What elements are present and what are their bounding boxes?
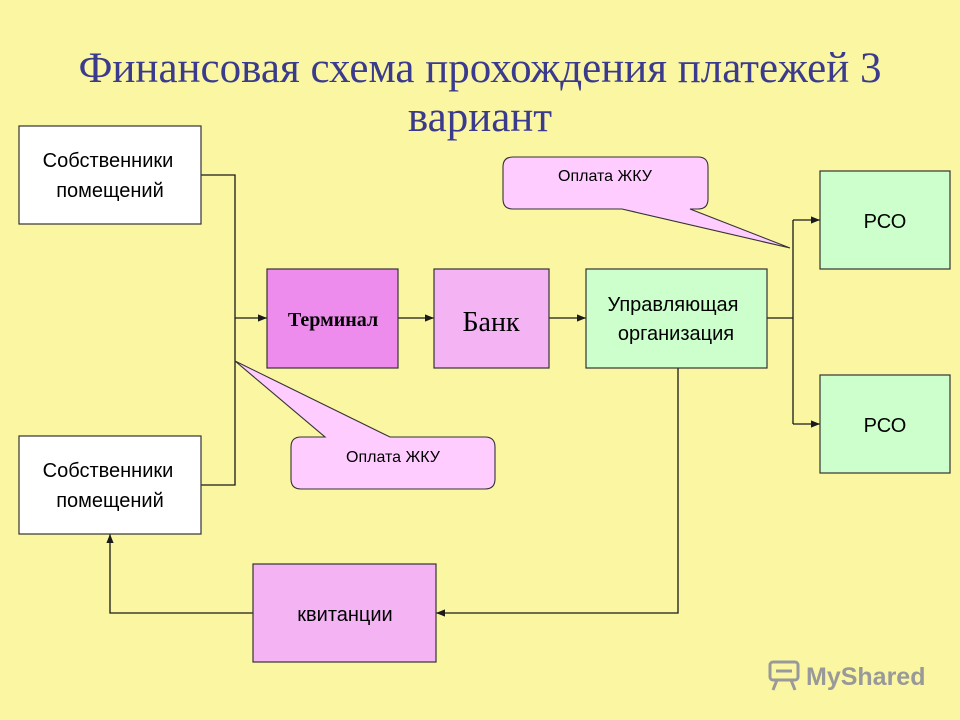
owners-merge-line: [201, 174, 236, 486]
bank-box: [433, 268, 550, 369]
watermark: MyShared: [768, 660, 925, 691]
slide-title-line-1: Финансовая схема прохождения платежей 3: [78, 45, 881, 92]
node-rso-top: РСО: [819, 170, 951, 270]
node-owners-top: Собственники помещений: [18, 125, 202, 225]
node-owners-bottom: Собственники помещений: [18, 435, 202, 535]
callout-payment-top-label: Оплата ЖКУ: [558, 168, 653, 185]
node-rso-bottom: РСО: [819, 374, 951, 474]
callout-payment-top: Оплата ЖКУ: [502, 156, 791, 249]
owners-top-label-line-2: помещений: [56, 180, 164, 202]
rso-bottom-label: РСО: [864, 415, 907, 437]
owners-top-label-line-1: Собственники: [43, 150, 174, 172]
receipts-box: [252, 563, 437, 663]
myshared-logo-icon: [768, 660, 800, 691]
arrow-receipts-to-owners: [106, 534, 253, 614]
callout-payment-bottom-shape: [234, 360, 496, 490]
receipts-label: квитанции: [297, 604, 392, 626]
rso-top-label: РСО: [864, 211, 907, 233]
callout-payment-bottom: Оплата ЖКУ: [234, 360, 496, 490]
slide-title-line-2: вариант: [408, 94, 552, 141]
callout-payment-top-shape: [502, 156, 791, 249]
bank-label: Банк: [462, 307, 519, 338]
node-bank: Банк: [433, 268, 550, 369]
owners-bottom-label-line-1: Собственники: [43, 460, 174, 482]
arrow-management-to-receipts: [436, 368, 679, 617]
management-company-box: [585, 268, 768, 369]
management-company-label-line-2: организация: [618, 323, 734, 345]
owners-top-box: [18, 125, 202, 225]
rso-bottom-box: [819, 374, 951, 474]
node-management-company: Управляющая организация: [585, 268, 768, 369]
owners-bottom-label-line-2: помещений: [56, 490, 164, 512]
node-terminal: Терминал: [266, 268, 399, 369]
connectors: [106, 174, 820, 617]
owners-bottom-box: [18, 435, 202, 535]
callout-payment-bottom-label: Оплата ЖКУ: [346, 449, 441, 466]
management-company-label-line-1: Управляющая: [608, 294, 739, 316]
node-receipts: квитанции: [252, 563, 437, 663]
watermark-text: MyShared: [806, 663, 925, 691]
rso-top-box: [819, 170, 951, 270]
terminal-box: [266, 268, 399, 369]
terminal-label: Терминал: [288, 309, 378, 331]
